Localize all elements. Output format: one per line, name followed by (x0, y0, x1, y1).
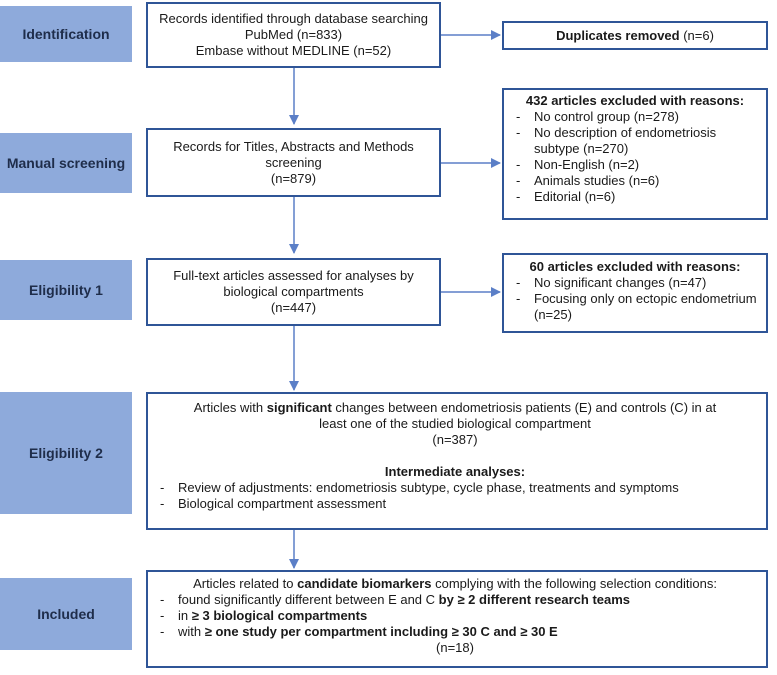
intermediate-item: Biological compartment assessment (154, 496, 756, 512)
stage-eligibility-2: Eligibility 2 (0, 392, 132, 514)
records-identified-box: Records identified through database sear… (146, 2, 441, 68)
records-line3: Embase without MEDLINE (n=52) (195, 43, 392, 58)
stage-eligibility-1: Eligibility 1 (0, 260, 132, 320)
exclusion1-list: No control group (n=278) No description … (510, 109, 760, 205)
screening-line3: (n=879) (270, 170, 317, 186)
screening-line1: Records for Titles, Abstracts and Method… (173, 138, 414, 154)
duplicates-count: (n=6) (679, 27, 714, 43)
duplicates-removed-box: Duplicates removed (n=6) (502, 21, 768, 50)
included-condition: in ≥ 3 biological compartments (154, 608, 756, 624)
exclusion-box-2: 60 articles excluded with reasons: No si… (502, 253, 768, 333)
exclusion1-item: No description of endometriosis subtype … (510, 125, 760, 157)
eligibility2-count: (n=387) (432, 432, 478, 447)
included-intro: Articles related to candidate biomarkers… (193, 576, 717, 591)
stage-identification: Identification (0, 6, 132, 62)
intermediate-analyses-title: Intermediate analyses: (384, 464, 526, 479)
records-line2: PubMed (n=833) (244, 27, 343, 42)
exclusion2-item: No significant changes (n=47) (510, 275, 760, 291)
exclusion1-item: Animals studies (n=6) (510, 173, 760, 189)
fulltext-line1: Full-text articles assessed for analyses… (173, 268, 414, 283)
included-condition: with ≥ one study per compartment includi… (154, 624, 756, 640)
eligibility2-line2: least one of the studied biological comp… (319, 416, 591, 431)
intermediate-item: Review of adjustments: endometriosis sub… (154, 480, 756, 496)
exclusion-box-1: 432 articles excluded with reasons: No c… (502, 88, 768, 220)
screening-line2: screening (265, 154, 322, 170)
fulltext-line2: biological compartments (223, 284, 364, 299)
exclusion2-title: 60 articles excluded with reasons: (529, 259, 741, 274)
exclusion2-list: No significant changes (n=47) Focusing o… (510, 275, 760, 323)
exclusion2-item: Focusing only on ectopic endometrium (n=… (510, 291, 760, 323)
eligibility2-line1: Articles with significant changes betwee… (193, 400, 717, 415)
eligibility2-box: Articles with significant changes betwee… (146, 392, 768, 530)
included-box: Articles related to candidate biomarkers… (146, 570, 768, 668)
stage-included: Included (0, 578, 132, 650)
duplicates-label: Duplicates removed (556, 27, 680, 43)
exclusion1-item: No control group (n=278) (510, 109, 760, 125)
exclusion1-title: 432 articles excluded with reasons: (525, 93, 745, 108)
stage-manual-screening: Manual screening (0, 133, 132, 193)
included-condition: found significantly different between E … (154, 592, 756, 608)
included-count: (n=18) (436, 640, 474, 655)
screening-box: Records for Titles, Abstracts and Method… (146, 128, 441, 197)
fulltext-line3: (n=447) (270, 300, 317, 315)
intermediate-analyses-list: Review of adjustments: endometriosis sub… (154, 480, 756, 512)
exclusion1-item: Non-English (n=2) (510, 157, 760, 173)
included-conditions-list: found significantly different between E … (154, 592, 756, 640)
records-line1: Records identified through database sear… (159, 11, 428, 26)
exclusion1-item: Editorial (n=6) (510, 189, 760, 205)
fulltext-assessed-box: Full-text articles assessed for analyses… (146, 258, 441, 326)
